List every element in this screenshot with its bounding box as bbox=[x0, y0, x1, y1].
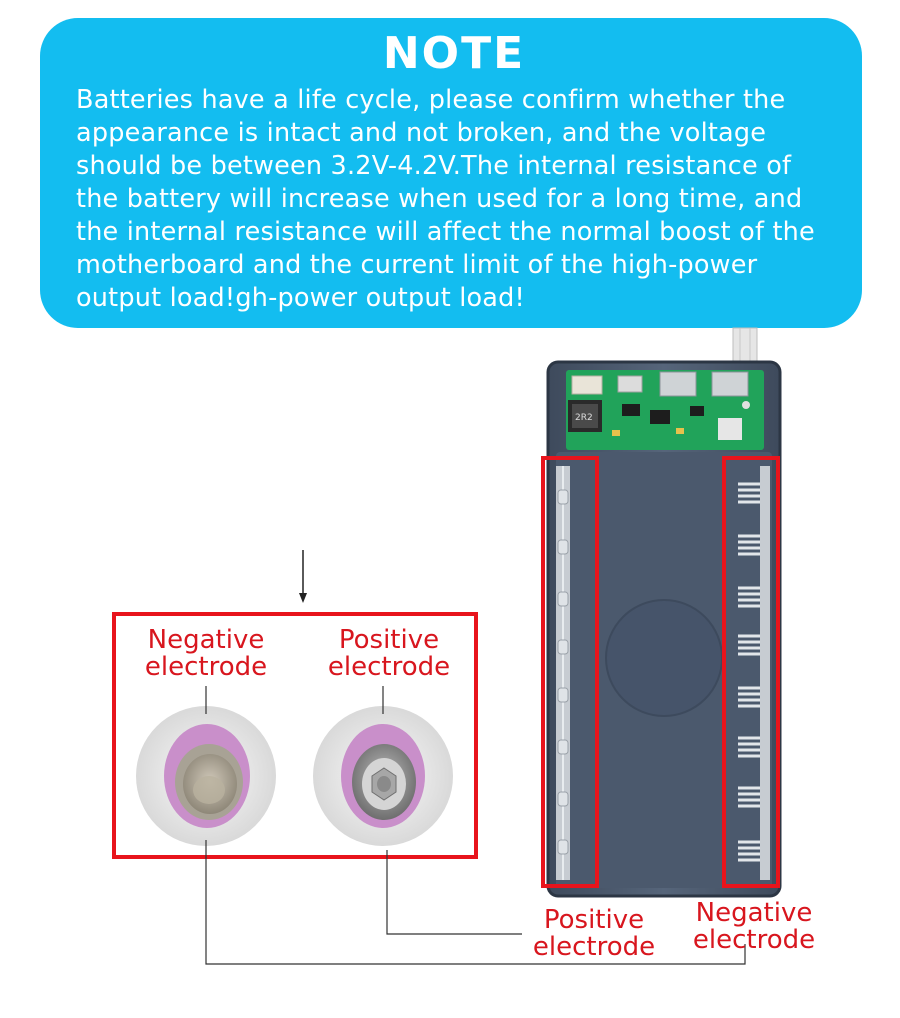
callout-lines bbox=[205, 686, 746, 965]
note-body: Batteries have a life cycle, please conf… bbox=[76, 85, 815, 313]
note-title: NOTE bbox=[382, 28, 526, 79]
case-positive-label: Positive electrode bbox=[516, 907, 672, 961]
cell-positive-label: Positive electrode bbox=[307, 627, 471, 681]
cell-negative-label: Negative electrode bbox=[126, 627, 286, 681]
down-arrow-icon bbox=[299, 550, 307, 603]
positive-cell-image bbox=[313, 706, 453, 846]
positive-side-highlight bbox=[722, 456, 780, 888]
negative-contact-strip bbox=[556, 466, 570, 880]
case-positive-label-line2: electrode bbox=[532, 932, 656, 962]
case-negative-label-line1: Negative bbox=[695, 898, 813, 928]
cell-positive-label-line2: electrode bbox=[327, 652, 451, 682]
negative-side-highlight bbox=[541, 456, 599, 888]
case-negative-label-line2: electrode bbox=[692, 925, 816, 955]
positive-spring-contacts bbox=[738, 466, 770, 880]
electrode-comparison-box bbox=[112, 612, 478, 859]
cell-positive-label-line1: Positive bbox=[338, 625, 440, 655]
circuit-board: 2R2 bbox=[566, 370, 764, 450]
case-negative-label: Negative electrode bbox=[676, 900, 832, 954]
case-positive-label-line1: Positive bbox=[543, 905, 645, 935]
cell-negative-label-line2: electrode bbox=[144, 652, 268, 682]
cell-negative-label-line1: Negative bbox=[147, 625, 265, 655]
inductor-marking: 2R2 bbox=[575, 413, 593, 423]
negative-cell-image bbox=[136, 706, 276, 846]
note-panel: NOTE Batteries have a life cycle, please… bbox=[40, 18, 862, 328]
